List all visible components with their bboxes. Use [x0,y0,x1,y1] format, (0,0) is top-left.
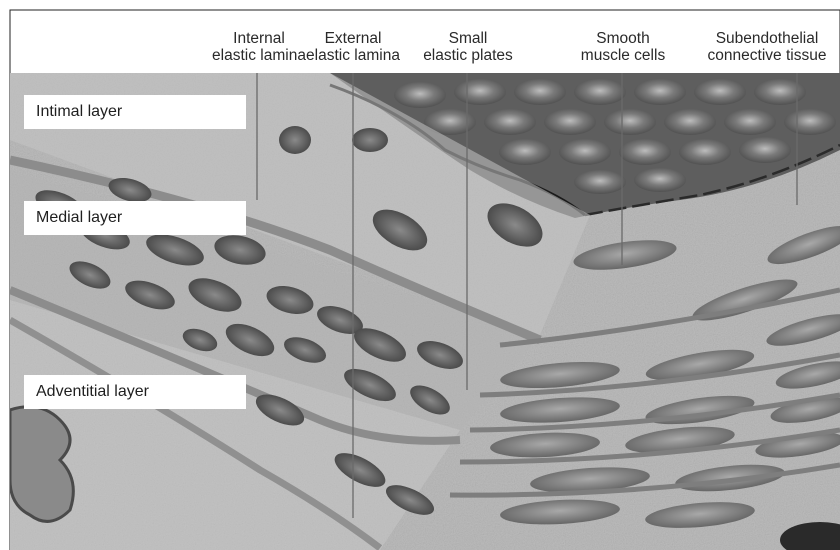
tissue-region [10,73,840,550]
label-medial-layer: Medial layer [24,201,246,235]
label-adventitial-layer: Adventitial layer [24,375,246,409]
adventitial-vessel [10,407,73,522]
label-intimal-layer: Intimal layer [24,95,246,129]
